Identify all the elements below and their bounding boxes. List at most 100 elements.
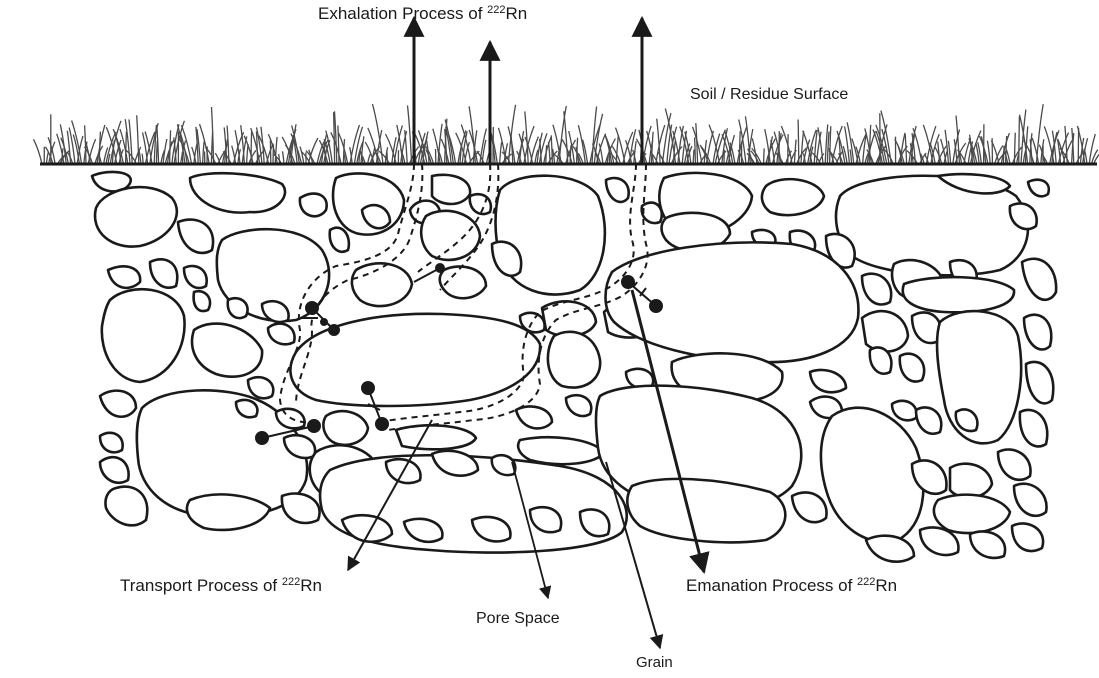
grain (934, 495, 1010, 533)
grain-label: Grain (636, 654, 673, 671)
exhalation-text: Exhalation Process of (318, 4, 487, 23)
grass-blade (593, 144, 599, 165)
grain (95, 187, 177, 246)
pore-space-label: Pore Space (476, 610, 560, 628)
grass-blade (235, 130, 240, 164)
grain (892, 401, 917, 420)
grain (330, 228, 349, 252)
grass-blade (283, 151, 285, 164)
grass-blade (827, 132, 829, 164)
grass-blade (781, 126, 792, 164)
grass-blade (546, 145, 547, 164)
grain (916, 407, 941, 433)
transport-text: Transport Process of (120, 576, 282, 595)
grass-blade (215, 153, 220, 164)
grain (290, 314, 540, 406)
exhalation-element: Rn (506, 4, 528, 23)
grain (432, 175, 470, 204)
grain (870, 347, 892, 373)
grain (998, 449, 1031, 479)
emanation-label: Emanation Process of 222Rn (686, 576, 897, 596)
grain (950, 464, 992, 498)
transport-label: Transport Process of 222Rn (120, 576, 322, 596)
grain (1014, 484, 1047, 516)
radon-atom (321, 319, 327, 325)
grain (606, 178, 629, 202)
grain (642, 203, 662, 223)
radon-atom (256, 432, 268, 444)
grain (900, 354, 924, 382)
grain (516, 406, 552, 428)
grass-blade (564, 111, 568, 164)
grass-blade (156, 141, 157, 164)
grain (1026, 362, 1053, 403)
grass-blade (941, 139, 947, 164)
grain (518, 437, 604, 464)
radon-atom (436, 264, 444, 272)
radon-atom (329, 325, 339, 335)
grass-blade (408, 106, 412, 165)
grass-blade (739, 131, 740, 164)
grain (108, 266, 140, 287)
grass-blade (923, 125, 933, 164)
grain (1022, 259, 1056, 300)
grain (178, 220, 213, 253)
grass-blade (387, 150, 388, 164)
grain (248, 377, 273, 398)
grass-blade (142, 154, 143, 164)
grain (300, 194, 327, 217)
grass-blade (905, 134, 906, 164)
grass-blade (34, 139, 43, 164)
grass-blade (365, 142, 374, 164)
grain (352, 263, 412, 306)
emanation-text: Emanation Process of (686, 576, 857, 595)
grass-blade (1003, 146, 1004, 164)
grain (190, 173, 285, 212)
grass-blade (830, 126, 831, 164)
radon-atom (622, 276, 634, 288)
grain (192, 324, 262, 377)
exhalation-label: Exhalation Process of 222Rn (318, 4, 527, 24)
grass-blade (1014, 133, 1015, 164)
grain (937, 311, 1021, 443)
grass-blade (46, 152, 48, 164)
grain (862, 311, 908, 351)
surface-label: Soil / Residue Surface (690, 86, 848, 104)
grain (1024, 315, 1051, 350)
grain (100, 433, 123, 452)
grain (1012, 523, 1043, 551)
grain (903, 277, 1014, 312)
grain (102, 289, 185, 382)
transport-isotope-mass: 222 (282, 576, 300, 588)
grain (421, 211, 480, 260)
grain (970, 531, 1005, 557)
grass-blade (182, 152, 183, 164)
grain (184, 266, 207, 288)
grass-blade (500, 142, 502, 164)
grain (1028, 180, 1049, 197)
grass-blade (126, 132, 127, 165)
grass-blade (97, 125, 105, 164)
grass-blade (247, 144, 249, 164)
grain (228, 298, 248, 318)
grain (566, 395, 591, 416)
exhalation-isotope-mass: 222 (487, 4, 505, 16)
grain (323, 411, 368, 445)
radon-atom (362, 382, 374, 394)
grain (187, 494, 270, 530)
grass-blade (850, 149, 852, 164)
transport-element: Rn (300, 576, 322, 595)
grain (866, 536, 914, 562)
grass-blade (607, 154, 608, 164)
radon-atom (306, 302, 318, 314)
grass-blade (798, 120, 799, 165)
grass-blade (693, 150, 694, 164)
soil-grains (92, 172, 1056, 562)
grass-blade (203, 142, 205, 165)
grain (821, 408, 923, 542)
grain (1020, 410, 1047, 447)
grain (396, 425, 476, 449)
emanation-element: Rn (875, 576, 897, 595)
emanation-isotope-mass: 222 (857, 576, 875, 588)
grass-layer (34, 104, 1099, 164)
